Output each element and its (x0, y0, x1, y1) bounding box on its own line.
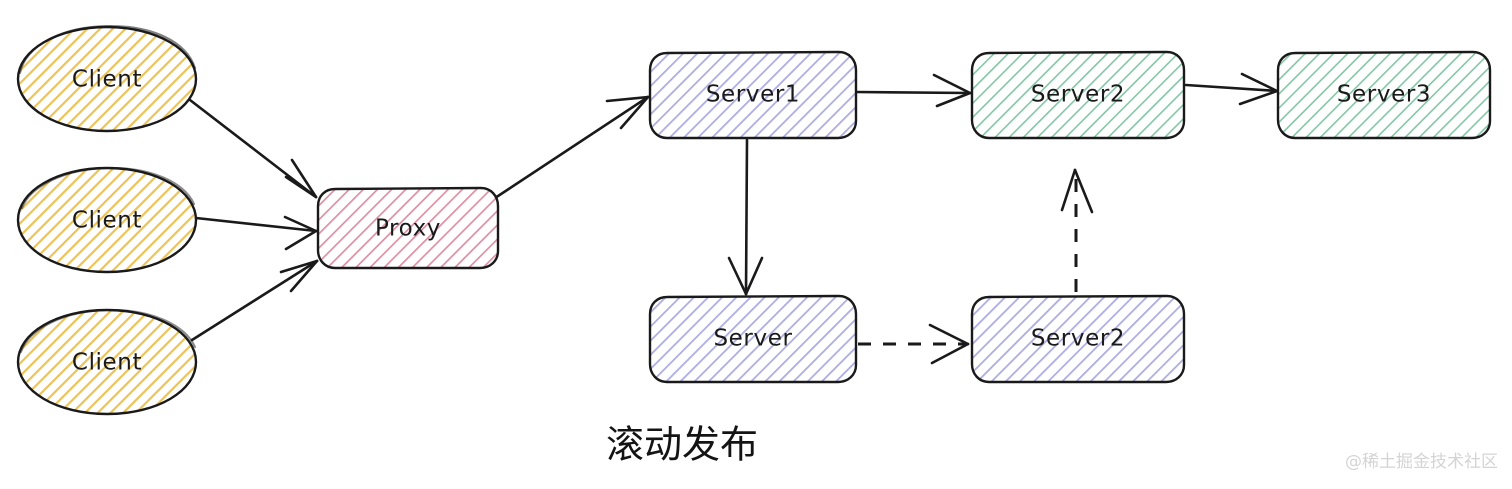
watermark: @稀土掘金技术社区 (1345, 452, 1498, 472)
edge-client1-to-proxy (188, 98, 318, 199)
node-server2-bottom-label: Server2 (1031, 326, 1125, 352)
node-server2-top-label: Server2 (1031, 82, 1125, 108)
edge-server2-bottom-to-server2-top (1060, 168, 1094, 292)
node-client-2[interactable]: Client (16, 166, 198, 274)
node-client-1[interactable]: Client (16, 24, 198, 133)
edge-client2-to-proxy (194, 215, 318, 251)
node-server2-bottom[interactable]: Server2 (970, 294, 1186, 384)
node-proxy-label: Proxy (375, 216, 441, 242)
node-client-3[interactable]: Client (16, 308, 198, 416)
node-client-3-label: Client (72, 350, 142, 376)
node-client-1-label: Client (72, 67, 142, 93)
node-proxy[interactable]: Proxy (316, 186, 500, 270)
node-server3-label: Server3 (1337, 82, 1431, 108)
node-server-bottom-label: Server (713, 326, 792, 352)
edge-server1-to-server2-top (855, 73, 972, 108)
node-server-bottom[interactable]: Server (648, 294, 858, 384)
edge-client3-to-proxy (190, 259, 319, 342)
edge-proxy-to-server1 (493, 95, 650, 200)
edge-server-bottom-to-server2-bottom (858, 323, 970, 365)
edge-server1-to-server-bottom (727, 138, 764, 296)
node-server1-label: Server1 (706, 82, 800, 108)
node-server3[interactable]: Server3 (1276, 50, 1492, 140)
node-server1[interactable]: Server1 (648, 50, 858, 140)
node-client-2-label: Client (72, 208, 142, 234)
diagram-caption: 滚动发布 (606, 423, 758, 467)
node-server2-top[interactable]: Server2 (970, 50, 1186, 140)
edge-server2-top-to-server3 (1184, 72, 1279, 106)
edges-layer: server2(bottom) --> server2(top) vertica… (188, 72, 1279, 365)
